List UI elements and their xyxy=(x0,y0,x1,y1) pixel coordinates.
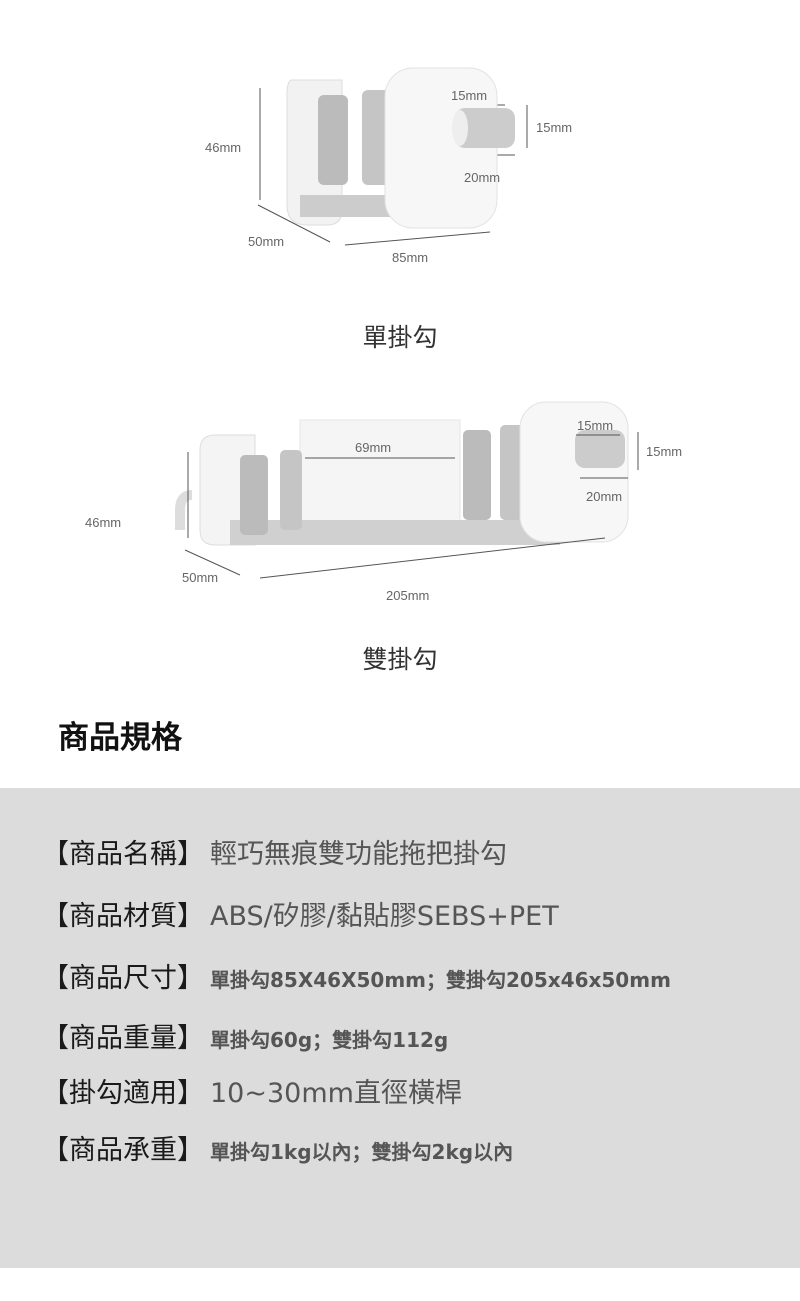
spec-value: 10~30mm直徑橫桿 xyxy=(210,1078,462,1109)
spec-label: 【商品承重】 xyxy=(42,1135,204,1166)
single-height-dim: 46mm xyxy=(205,140,242,155)
single-width-dim: 85mm xyxy=(392,250,429,265)
double-hook-illustration xyxy=(175,401,639,579)
double-hook-side-dim: 15mm xyxy=(646,444,683,459)
double-height-dim: 46mm xyxy=(85,515,122,530)
spec-row-fit: 【掛勾適用】 10~30mm直徑橫桿 xyxy=(42,1071,462,1110)
specs-panel: 【商品名稱】 輕巧無痕雙功能拖把掛勾 【商品材質】 ABS/矽膠/黏貼膠SEBS… xyxy=(0,788,800,1268)
spec-label: 【掛勾適用】 xyxy=(42,1078,204,1109)
double-hook-length-dim: 20mm xyxy=(586,489,623,504)
double-hook-top-dim: 15mm xyxy=(577,418,614,433)
spec-label: 【商品尺寸】 xyxy=(42,963,204,994)
spec-label: 【商品重量】 xyxy=(42,1023,204,1054)
spec-row-weight: 【商品重量】 單掛勾60g；雙掛勾112g xyxy=(42,1016,448,1055)
spec-row-name: 【商品名稱】 輕巧無痕雙功能拖把掛勾 xyxy=(42,832,507,871)
spec-row-size: 【商品尺寸】 單掛勾85X46X50mm；雙掛勾205x46x50mm xyxy=(42,956,671,995)
spec-value: 單掛勾60g；雙掛勾112g xyxy=(210,1028,449,1052)
spec-row-material: 【商品材質】 ABS/矽膠/黏貼膠SEBS+PET xyxy=(42,894,559,933)
single-depth-dim: 50mm xyxy=(248,234,285,249)
single-hook-top-dim: 15mm xyxy=(451,88,488,103)
spec-value: 單掛勾85X46X50mm；雙掛勾205x46x50mm xyxy=(210,968,671,992)
double-width-dim: 205mm xyxy=(386,588,430,603)
spec-label: 【商品名稱】 xyxy=(42,839,204,870)
double-depth-dim: 50mm xyxy=(182,570,219,585)
single-hook-length-dim: 20mm xyxy=(464,170,501,185)
double-hook-caption: 雙掛勾 xyxy=(362,645,438,674)
spec-label: 【商品材質】 xyxy=(42,901,204,932)
spec-value: ABS/矽膠/黏貼膠SEBS+PET xyxy=(210,901,559,932)
spec-row-load: 【商品承重】 單掛勾1kg以內；雙掛勾2kg以內 xyxy=(42,1128,513,1167)
single-hook-caption: 單掛勾 xyxy=(362,323,438,352)
single-hook-side-dim: 15mm xyxy=(536,120,573,135)
double-gap-dim: 69mm xyxy=(355,440,392,455)
single-hook-illustration xyxy=(257,67,528,246)
specs-title: 商品規格 xyxy=(58,720,182,756)
spec-value: 輕巧無痕雙功能拖把掛勾 xyxy=(210,839,507,870)
spec-value: 單掛勾1kg以內；雙掛勾2kg以內 xyxy=(210,1140,514,1164)
